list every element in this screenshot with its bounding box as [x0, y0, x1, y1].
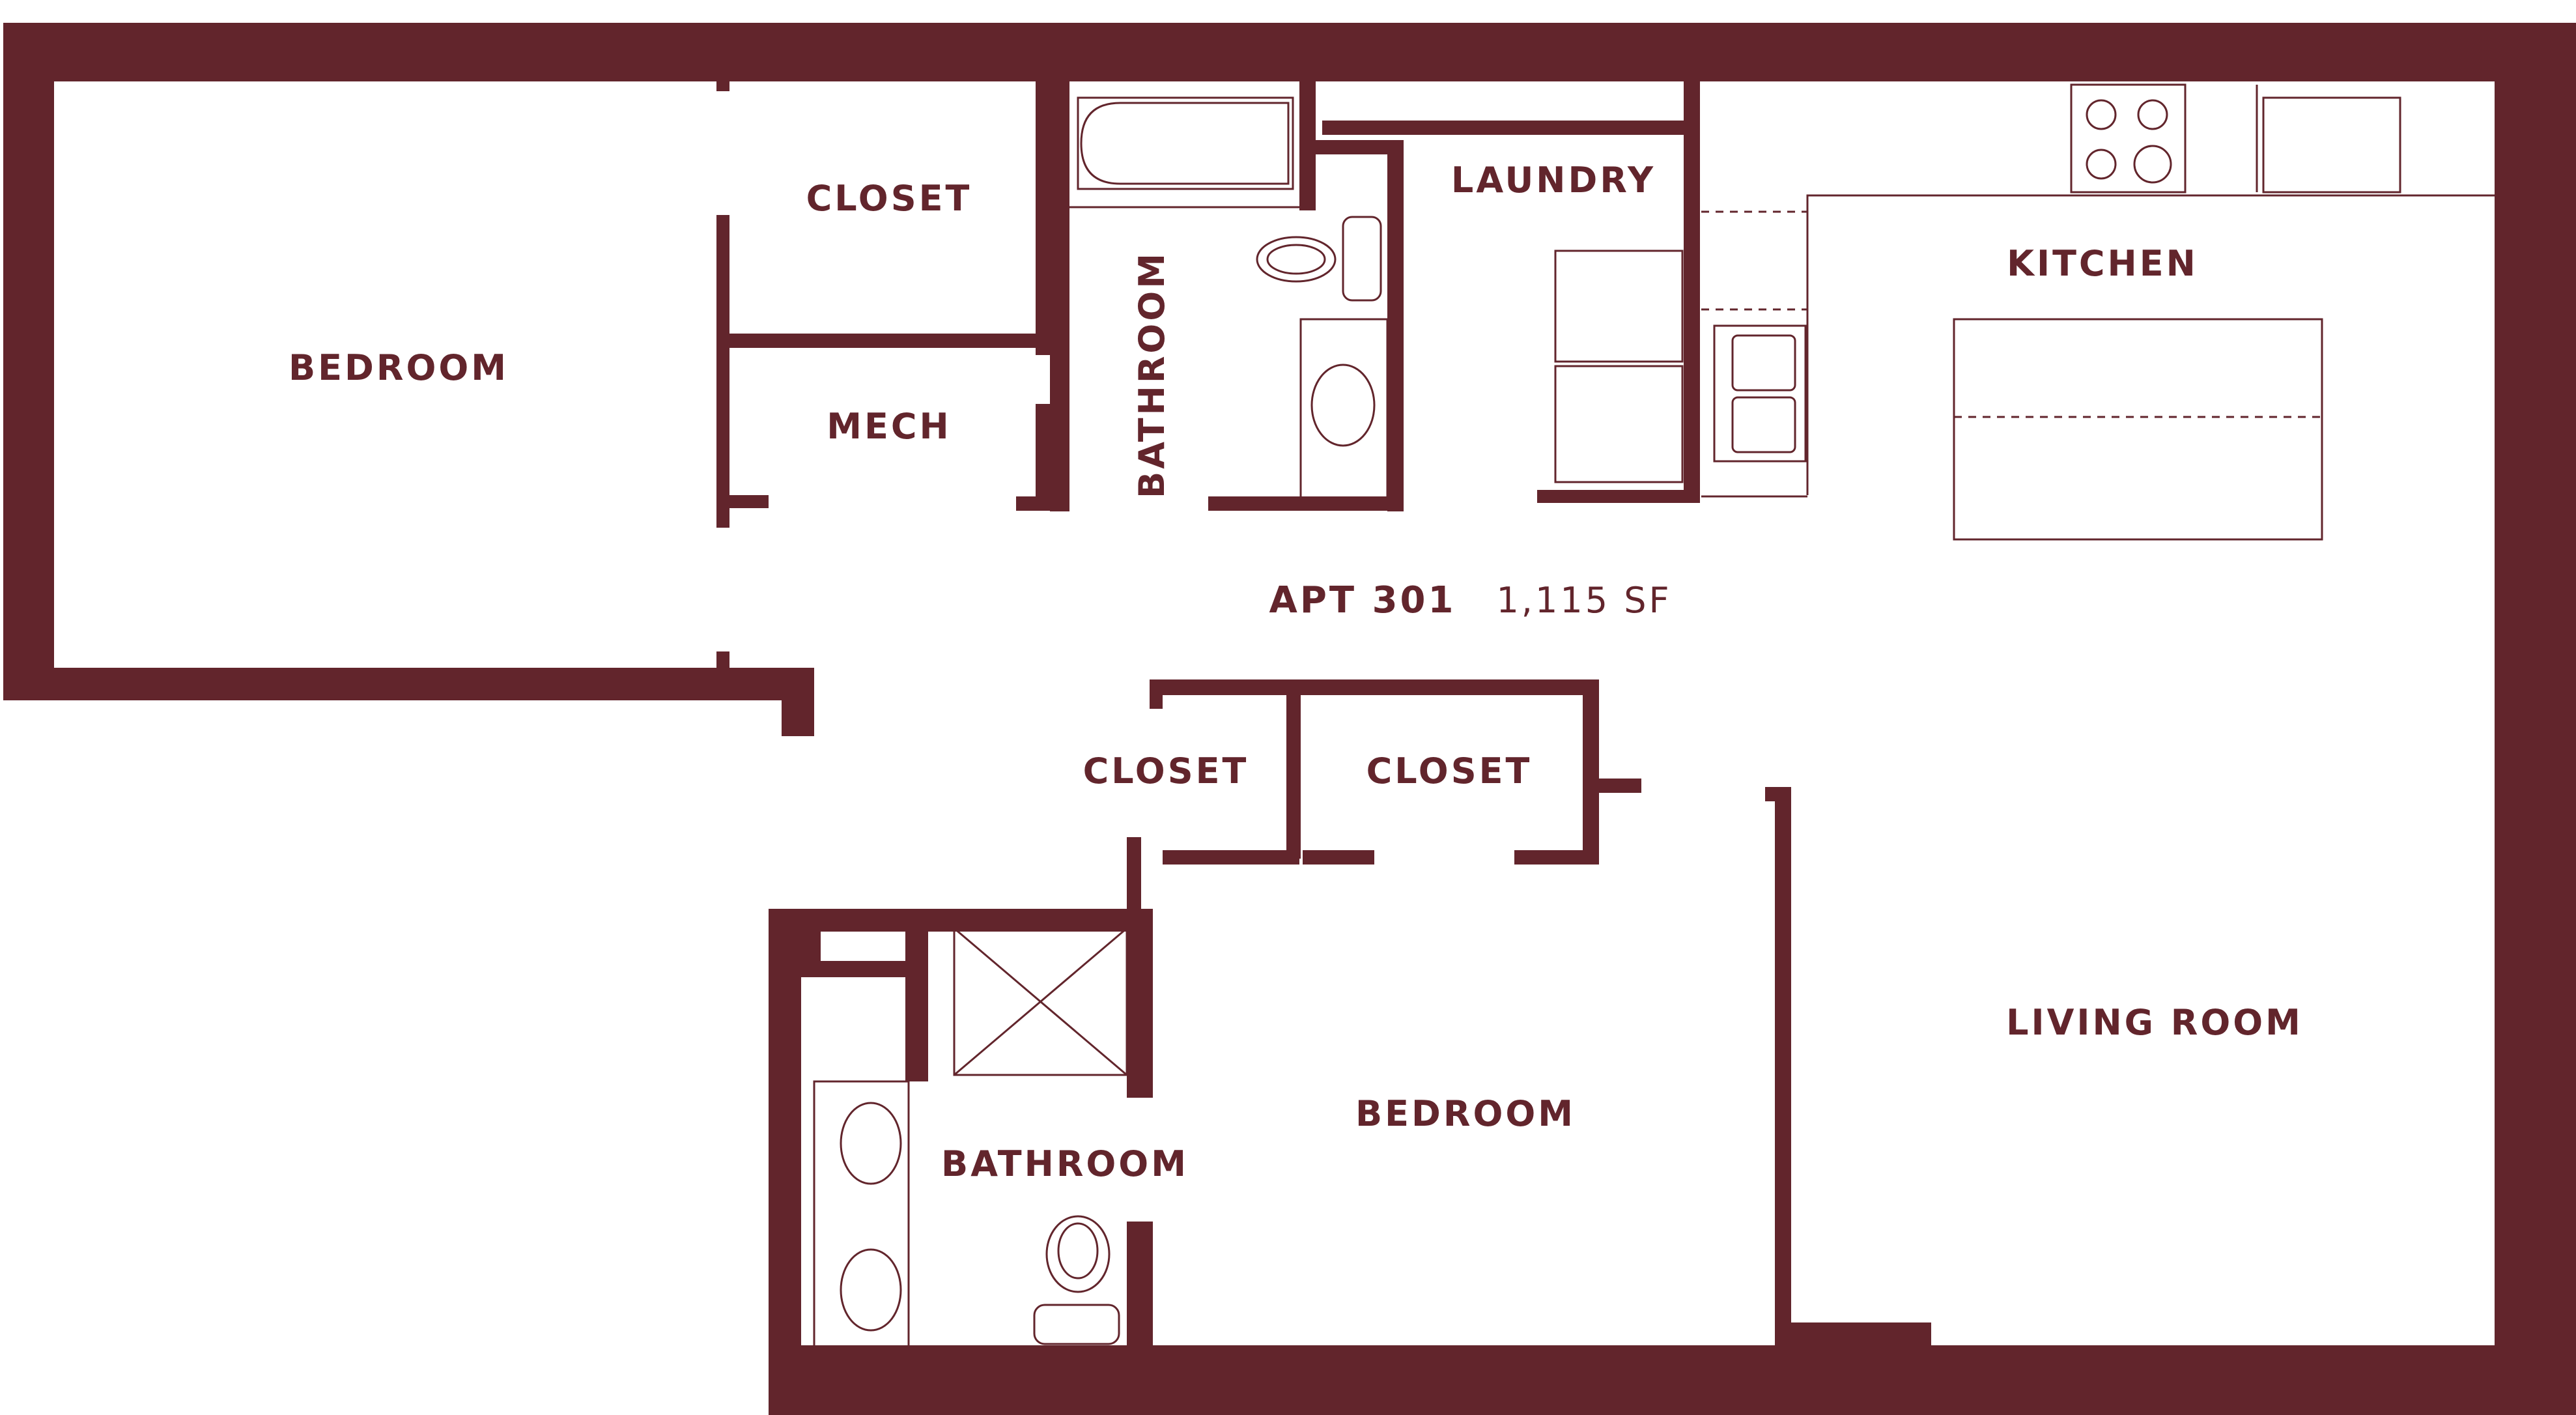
wall-bath2-east — [1127, 909, 1153, 1098]
counter-outline — [1806, 194, 2495, 495]
wall-closet3-bottom — [1303, 850, 1374, 865]
dryer-icon — [1554, 365, 1684, 483]
wall-closets-east — [1583, 679, 1599, 859]
outer-wall-jog — [782, 668, 814, 736]
wall-laundry-bottom — [1537, 490, 1700, 503]
wall-bed1-top-stub — [716, 77, 729, 91]
wall-bath2-stub-top — [1127, 837, 1141, 909]
wall-mech-east-stub — [1036, 404, 1050, 502]
room-label-mech: MECH — [827, 406, 951, 447]
room-label-bedroom-2: BEDROOM — [1355, 1093, 1576, 1134]
wall-bed1-east-return — [716, 495, 769, 508]
wall-bath1-east — [1387, 140, 1404, 511]
shower-icon — [953, 927, 1128, 1076]
sink-icon — [1299, 318, 1389, 500]
wall-bed1-east-stub — [716, 651, 729, 671]
room-label-closet-1: CLOSET — [806, 178, 972, 219]
wall-closet2-bottom — [1163, 850, 1299, 865]
unit-name: APT 301 — [1269, 579, 1456, 622]
wall-closets-west-stub — [1150, 679, 1163, 709]
fixtures — [813, 83, 2495, 1350]
kitchen-island-icon — [1953, 318, 2323, 541]
walls — [3, 23, 2576, 1415]
unit-area: 1,115 SF — [1496, 580, 1671, 621]
wall-laundry-east — [1684, 81, 1700, 502]
room-label-bedroom-1: BEDROOM — [289, 347, 509, 388]
wall-laundry-top — [1322, 121, 1697, 135]
washer-icon — [1554, 250, 1684, 363]
wall-closets-top — [1150, 679, 1599, 695]
wall-closet3-bottom-right — [1514, 850, 1599, 865]
outer-wall-bottom-left — [3, 668, 814, 700]
wall-bath2-east-lower — [1127, 1222, 1153, 1352]
kitchen-sink-icon — [1713, 324, 1807, 463]
room-label-living-room: LIVING ROOM — [2006, 1002, 2303, 1043]
outer-wall-lower-left — [769, 909, 801, 1415]
wall-mech-east-return — [1016, 496, 1052, 511]
wall-bath1-ledge — [1299, 140, 1404, 154]
wall-closets-east-stub — [1583, 779, 1641, 793]
room-label-kitchen: KITCHEN — [2007, 243, 2198, 284]
bathtub-icon — [1060, 96, 1316, 208]
wall-bath1-west — [1050, 81, 1069, 511]
wall-bath2-shower-west — [905, 932, 928, 1081]
wall-closet-mech — [723, 334, 1042, 348]
room-label-closet-3: CLOSET — [1366, 750, 1533, 792]
wall-bed2-living — [1775, 792, 1791, 1352]
outer-wall-bottom — [769, 1345, 2576, 1415]
wall-bath1-bottom — [1208, 496, 1404, 511]
outer-wall-right — [2495, 23, 2576, 1415]
toilet-icon — [1256, 216, 1382, 302]
outer-wall-left — [3, 23, 54, 700]
wall-closet-east — [1036, 81, 1050, 355]
room-labels: BEDROOM CLOSET MECH BATHROOM LAUNDRY KIT… — [289, 160, 2303, 1184]
toilet-icon — [1033, 1215, 1120, 1345]
double-vanity-icon — [813, 1080, 910, 1350]
room-label-laundry: LAUNDRY — [1451, 160, 1656, 201]
room-label-bathroom-2: BATHROOM — [941, 1143, 1189, 1184]
wall-bed1-east — [716, 215, 729, 528]
stove-icon — [2070, 83, 2401, 193]
wall-bed2-living-base — [1775, 1322, 1931, 1352]
wall-bed2-living-top — [1765, 787, 1791, 801]
wall-bath2-inner-top2 — [769, 925, 821, 977]
room-label-bathroom-1: BATHROOM — [1131, 251, 1172, 498]
outer-wall-top — [3, 23, 2576, 81]
wall-closets-divider — [1286, 679, 1301, 859]
room-label-closet-2: CLOSET — [1083, 750, 1249, 792]
